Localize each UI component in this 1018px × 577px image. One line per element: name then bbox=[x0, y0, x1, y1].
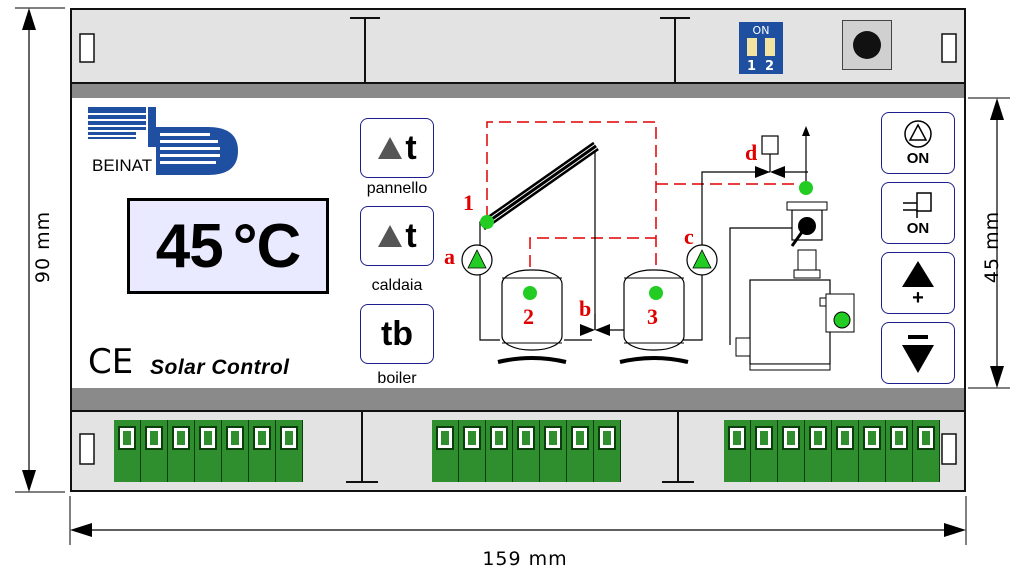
pump-label-a: a bbox=[444, 244, 455, 269]
dip-on-label: ON bbox=[752, 24, 770, 37]
increase-button[interactable]: + bbox=[881, 252, 955, 314]
housing-top-band bbox=[70, 84, 966, 98]
housing-top-details bbox=[79, 17, 957, 84]
terminal[interactable] bbox=[432, 420, 459, 482]
terminal[interactable] bbox=[724, 420, 751, 482]
valve-label-d: d bbox=[745, 140, 758, 165]
terminal[interactable] bbox=[540, 420, 567, 482]
terminal-block-left bbox=[114, 420, 303, 482]
button-caption-pannello: pannello bbox=[366, 180, 428, 197]
delta-icon bbox=[378, 137, 403, 159]
temperature-unit: °C bbox=[232, 211, 302, 281]
housing-bottom-details bbox=[79, 410, 957, 483]
housing-top bbox=[70, 8, 966, 84]
height-total-label: 90 mm bbox=[32, 210, 54, 284]
sensor-label-3: 3 bbox=[647, 304, 658, 329]
valve-icon bbox=[903, 191, 932, 218]
terminal[interactable] bbox=[859, 420, 886, 482]
button-caption-boiler: boiler bbox=[377, 370, 417, 387]
dip-lever-2[interactable] bbox=[765, 38, 775, 56]
terminal[interactable] bbox=[459, 420, 486, 482]
dip-num-1: 1 bbox=[747, 59, 757, 74]
pump-icon bbox=[904, 119, 932, 148]
terminal[interactable] bbox=[594, 420, 621, 482]
pump-on-button[interactable]: ON bbox=[881, 112, 955, 174]
housing-bottom-band bbox=[70, 388, 966, 410]
valve-label-b: b bbox=[579, 296, 592, 321]
terminal[interactable] bbox=[141, 420, 168, 482]
pump-label-c: c bbox=[684, 224, 694, 249]
height-front-label: 45 mm bbox=[981, 210, 1003, 284]
terminal[interactable] bbox=[222, 420, 249, 482]
temperature-display: 45 °C bbox=[127, 198, 329, 294]
terminal[interactable] bbox=[832, 420, 859, 482]
terminal-block-right bbox=[724, 420, 940, 482]
button-caption-caldaia: caldaia bbox=[371, 277, 423, 294]
terminal[interactable] bbox=[195, 420, 222, 482]
delta-t-panel-button[interactable]: t bbox=[360, 118, 434, 178]
tb-button[interactable]: tb bbox=[360, 304, 434, 364]
knob-cap-icon bbox=[853, 31, 881, 59]
terminal[interactable] bbox=[513, 420, 540, 482]
delta-t-boiler-button[interactable]: t bbox=[360, 206, 434, 266]
sensor-label-2: 2 bbox=[523, 304, 534, 329]
valve-on-button[interactable]: ON bbox=[881, 182, 955, 244]
decrease-button[interactable] bbox=[881, 322, 955, 384]
terminal[interactable] bbox=[913, 420, 940, 482]
terminal[interactable] bbox=[751, 420, 778, 482]
pump-on-label: ON bbox=[906, 149, 930, 167]
delta-t-symbol: t bbox=[405, 128, 417, 167]
sensor-label-1: 1 bbox=[463, 190, 474, 215]
terminal[interactable] bbox=[168, 420, 195, 482]
terminal[interactable] bbox=[567, 420, 594, 482]
reset-knob[interactable] bbox=[842, 20, 892, 70]
terminal[interactable] bbox=[886, 420, 913, 482]
product-name: Solar Control bbox=[150, 356, 290, 379]
arrow-down-icon bbox=[902, 335, 934, 373]
terminal-block-center bbox=[432, 420, 621, 482]
terminal[interactable] bbox=[486, 420, 513, 482]
terminal[interactable] bbox=[805, 420, 832, 482]
width-total-label: 159 mm bbox=[482, 548, 568, 570]
increase-label: + bbox=[912, 287, 924, 309]
terminal[interactable] bbox=[249, 420, 276, 482]
brand-name: BEINAT bbox=[90, 156, 155, 176]
ce-mark: CE bbox=[88, 342, 134, 382]
terminal[interactable] bbox=[114, 420, 141, 482]
arrow-up-icon bbox=[902, 261, 934, 287]
dip-switch[interactable]: ON 1 2 bbox=[739, 22, 783, 74]
valve-on-label: ON bbox=[906, 219, 930, 237]
temperature-value: 45 bbox=[155, 211, 224, 281]
dip-num-2: 2 bbox=[765, 59, 775, 74]
tb-symbol: tb bbox=[380, 314, 414, 353]
delta-t-symbol: t bbox=[405, 216, 417, 255]
terminal[interactable] bbox=[276, 420, 303, 482]
terminal[interactable] bbox=[778, 420, 805, 482]
dip-lever-1[interactable] bbox=[747, 38, 757, 56]
hydraulic-schematic bbox=[461, 121, 855, 371]
beinat-logo-icon bbox=[88, 107, 238, 175]
delta-icon bbox=[378, 225, 403, 247]
